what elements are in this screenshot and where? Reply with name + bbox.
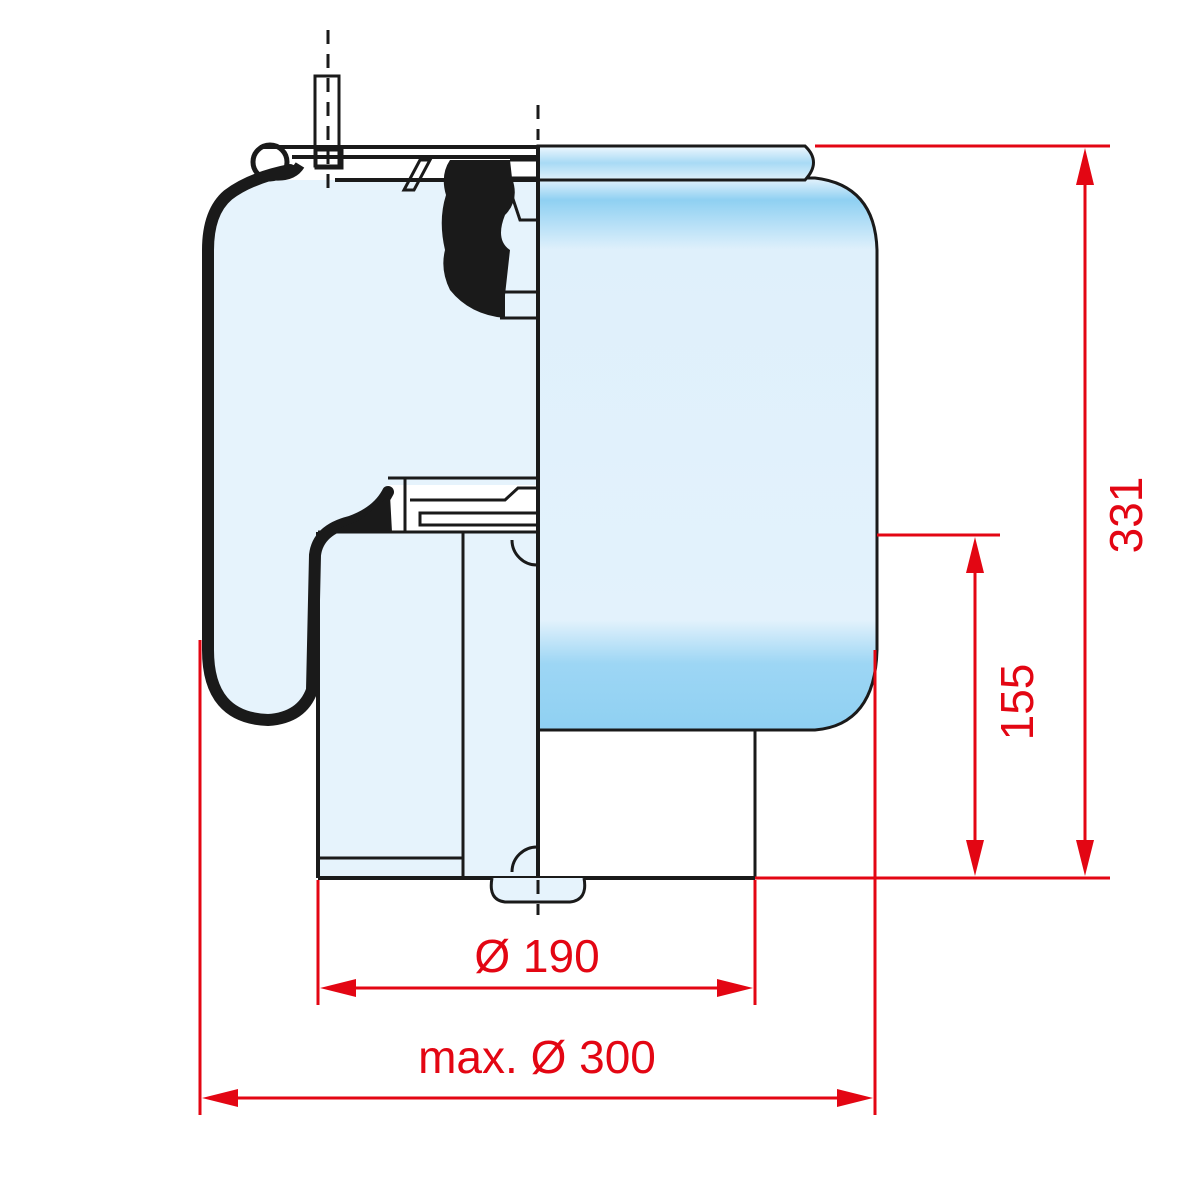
bellows-interior: [205, 170, 538, 722]
dimension-diameter-piston: Ø 190: [474, 930, 599, 982]
bumper-seal: [441, 160, 515, 318]
dimension-height-piston: 155: [991, 664, 1043, 741]
piston-clamp: [330, 495, 392, 532]
cutaway-section: [202, 74, 540, 878]
mounting-stud: [313, 74, 341, 168]
top-plate-exterior: [536, 144, 815, 182]
piston-exterior: [536, 728, 757, 880]
dimensions: 331 155 Ø 190 max. Ø 300: [198, 144, 1152, 1115]
dimension-diameter-max: max. Ø 300: [418, 1031, 656, 1083]
bellows-wall: [202, 164, 394, 727]
dimension-height-total: 331: [1100, 477, 1152, 554]
bellows-exterior: [536, 176, 879, 732]
exterior-view: [536, 144, 879, 880]
piston-interior: [318, 532, 538, 878]
